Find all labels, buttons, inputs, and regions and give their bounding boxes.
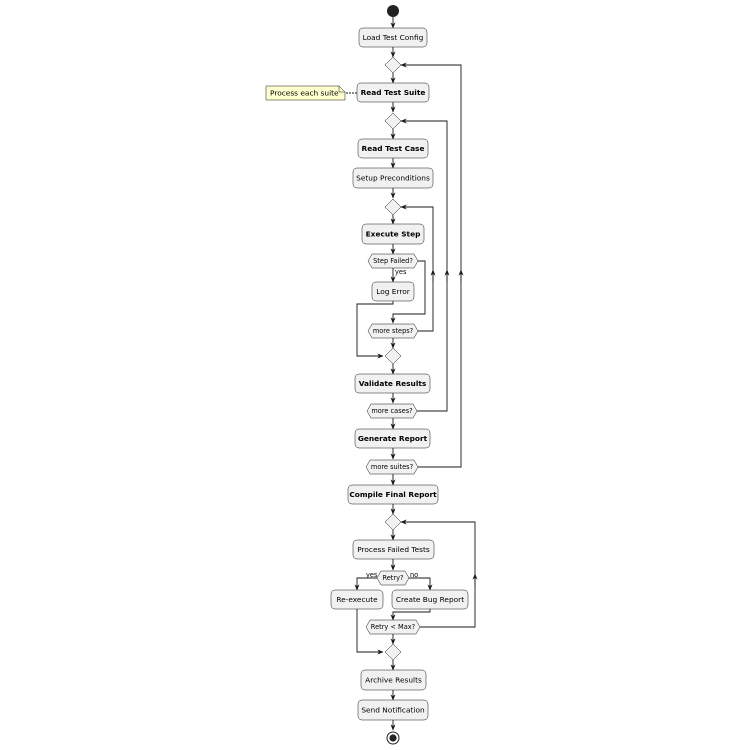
- decision-label: Step Failed?: [373, 257, 413, 265]
- decision-label: more steps?: [373, 327, 414, 335]
- edge-stepfailed-no: [390, 260, 426, 324]
- branch-label-retry-yes: yes: [366, 571, 378, 579]
- activity-label: Validate Results: [359, 379, 427, 388]
- activity-label: Process Failed Tests: [357, 545, 430, 554]
- edge-retry-yes: [354, 577, 379, 591]
- branch-label-step-failed-yes: yes: [395, 268, 407, 276]
- merge-diamond-step-end: [384, 347, 402, 365]
- activity-label: Generate Report: [358, 434, 428, 443]
- decision-label: more suites?: [371, 463, 414, 471]
- merge-diamond-suites: [384, 56, 402, 74]
- activity-label: Execute Step: [366, 230, 421, 239]
- activity-label: Compile Final Report: [349, 490, 437, 499]
- activity-read-suite: Read Test Suite: [356, 82, 430, 103]
- decision-more-suites: more suites?: [365, 459, 419, 475]
- activity-label: Re-execute: [336, 595, 378, 604]
- activity-generate-report: Generate Report: [354, 428, 431, 449]
- activity-load-config: Load Test Config: [358, 27, 428, 48]
- decision-more-steps: more steps?: [367, 323, 419, 339]
- edge-more-cases-loop: [400, 118, 448, 412]
- edge-bug-to-retrymax: [390, 609, 431, 621]
- activity-process-failed: Process Failed Tests: [352, 539, 435, 560]
- decision-retry-max: Retry < Max?: [365, 619, 421, 635]
- activity-label: Read Test Case: [362, 144, 425, 153]
- activity-label: Read Test Suite: [361, 88, 426, 97]
- activity-log-error: Log Error: [371, 281, 415, 302]
- activity-notify: Send Notification: [357, 699, 429, 721]
- activity-label: Archive Results: [365, 676, 422, 685]
- activity-setup: Setup Preconditions: [352, 167, 434, 189]
- decision-step-failed: Step Failed?: [367, 253, 419, 269]
- start-node: [387, 5, 399, 17]
- merge-diamond-retry-loop: [384, 513, 402, 531]
- activity-label: Log Error: [376, 287, 411, 296]
- merge-diamond-steps: [384, 198, 402, 216]
- branch-label-retry-no: no: [410, 571, 418, 579]
- edge-logerror-to-merge4: [356, 301, 394, 359]
- activity-label: Create Bug Report: [396, 595, 464, 604]
- activity-validate: Validate Results: [354, 373, 431, 394]
- activity-label: Load Test Config: [363, 33, 424, 42]
- activity-label: Send Notification: [361, 706, 425, 715]
- edge-reexecute-to-merge6: [356, 609, 384, 655]
- merge-diamond-cases: [384, 112, 402, 130]
- edges: [343, 17, 478, 731]
- end-node: [386, 731, 400, 745]
- edge-more-suites-loop: [400, 62, 462, 468]
- note-process-each-suite: Process each suite: [265, 85, 346, 101]
- edge-retry-no: [407, 577, 433, 591]
- activity-read-case: Read Test Case: [357, 138, 429, 159]
- activity-create-bug: Create Bug Report: [391, 589, 469, 610]
- activity-label: Setup Preconditions: [356, 174, 430, 183]
- activity-archive: Archive Results: [360, 669, 427, 691]
- decision-more-cases: more cases?: [366, 403, 418, 419]
- edge-more-steps-loop: [400, 204, 434, 332]
- activity-compile-report: Compile Final Report: [347, 484, 439, 505]
- decision-label: more cases?: [371, 407, 413, 415]
- merge-diamond-retry-end: [384, 643, 402, 661]
- decision-label: Retry < Max?: [371, 623, 416, 631]
- note-text: Process each suite: [270, 89, 339, 98]
- decision-retry: Retry?: [376, 570, 410, 586]
- merge-diamonds: [384, 56, 402, 661]
- activity-execute-step: Execute Step: [361, 223, 425, 245]
- activity-re-execute: Re-execute: [330, 589, 384, 610]
- decision-label: Retry?: [382, 574, 404, 582]
